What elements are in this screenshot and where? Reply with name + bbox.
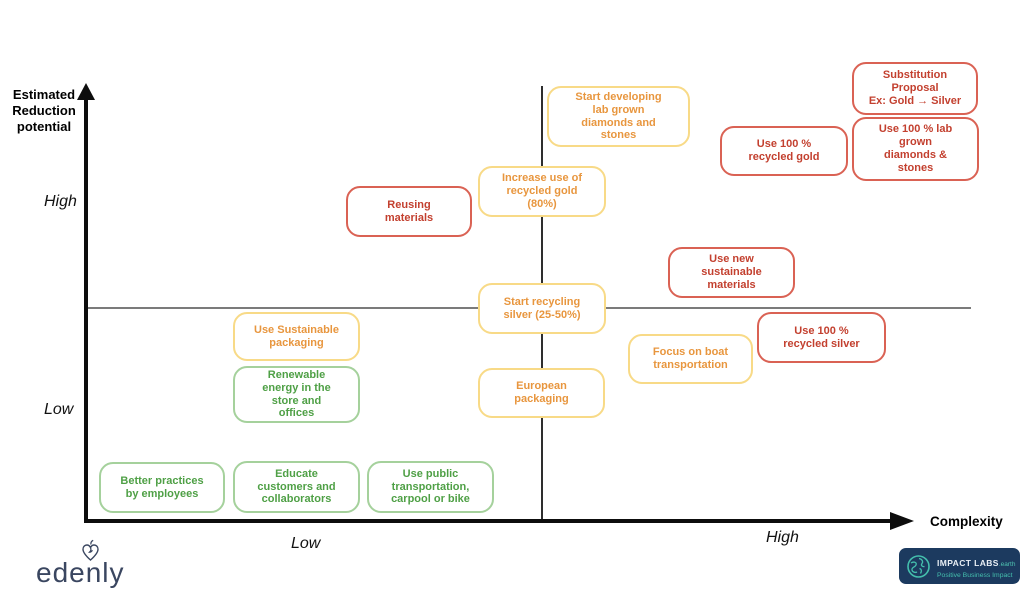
x-axis-title: Complexity [930,514,1003,529]
matrix-box-focus-boat-transportation: Focus on boat transportation [628,334,753,384]
matrix-box-educate-customers: Educate customers and collaborators [233,461,360,513]
matrix-box-use-100-lab-grown: Use 100 % lab grown diamonds & stones [852,117,979,181]
impact-labs-badge: IMPACT LABS.earth Positive Business Impa… [899,548,1020,584]
matrix-box-use-100-recycled-silver: Use 100 % recycled silver [757,312,886,363]
matrix-box-sustainable-packaging: Use Sustainable packaging [233,312,360,361]
matrix-box-reusing-materials: Reusing materials [346,186,472,237]
x-axis-arrow-icon [890,512,914,530]
matrix-box-new-sustainable-materials: Use new sustainable materials [668,247,795,298]
matrix-box-substitution-proposal: Substitution Proposal Ex: Gold → Silver [852,62,978,115]
edenly-heart-icon [80,539,101,568]
matrix-box-start-developing-lab-grown: Start developing lab grown diamonds and … [547,86,690,147]
x-axis-tick-high: High [766,529,799,546]
globe-icon [906,554,931,579]
matrix-box-better-practices: Better practices by employees [99,462,225,513]
matrix-box-use-100-recycled-gold: Use 100 % recycled gold [720,126,848,176]
impact-labs-tagline: Positive Business Impact [937,571,1013,579]
edenly-logo-text: edenly [36,557,125,588]
impact-labs-brand-text: IMPACT LABS [937,557,999,568]
y-axis-tick-low: Low [44,401,74,418]
matrix-box-increase-recycled-gold: Increase use of recycled gold (80%) [478,166,606,217]
matrix-box-public-transportation: Use public transportation, carpool or bi… [367,461,494,513]
x-axis-tick-low: Low [291,535,321,552]
y-axis-arrow-icon [77,83,95,100]
matrix-box-european-packaging: European packaging [478,368,605,418]
matrix-box-start-recycling-silver: Start recycling silver (25-50%) [478,283,606,334]
edenly-logo: edenly [36,539,166,589]
impact-labs-domain-text: .earth [998,560,1016,568]
y-axis-title: Estimated Reduction potential [12,87,76,134]
y-axis-tick-high: High [44,193,77,210]
matrix-box-renewable-energy: Renewable energy in the store and office… [233,366,360,423]
x-axis-line [86,519,892,523]
y-axis-line [84,96,88,523]
